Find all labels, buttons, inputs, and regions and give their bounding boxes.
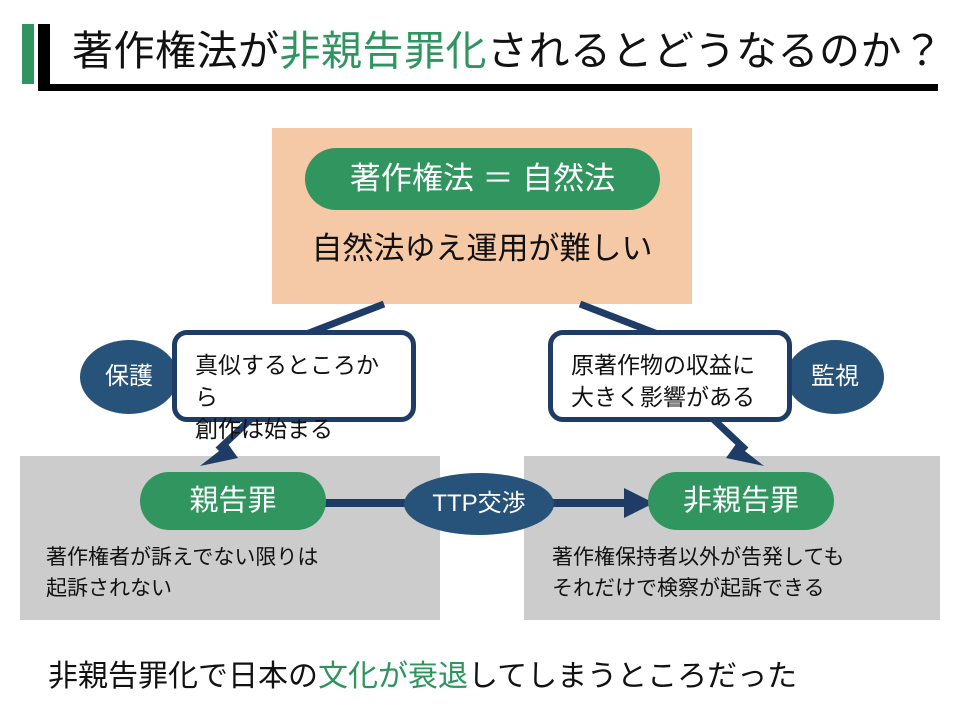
result-description-right: 著作権保持者以外が告発しても それだけで検察が起訴できる <box>552 542 844 604</box>
page-title: 著作権法が非親告罪化されるとどうなるのか？ <box>72 20 944 82</box>
result-description-left: 著作権者が訴えでない限りは 起訴されない <box>46 542 318 604</box>
callout-left-line2: 創作は始まる <box>195 416 333 442</box>
callout-right-line1: 原著作物の収益に <box>571 352 755 378</box>
premise-pill: 著作権法 ＝ 自然法 <box>305 148 660 210</box>
transition-label-ttp: TTP交渉 <box>404 473 554 535</box>
result-right-line1: 著作権保持者以外が告発しても <box>552 546 845 569</box>
premise-subtitle: 自然法ゆえ運用が難しい <box>311 231 653 266</box>
title-underline-rule <box>38 84 938 91</box>
title-accent-green-bar <box>22 24 34 84</box>
title-accent-black-bar <box>38 24 50 84</box>
bottom-caption-after: してしまうところだった <box>468 660 798 693</box>
bottom-caption-highlight: 文化が衰退 <box>318 660 468 693</box>
result-right-line2: それだけで検察が起訴できる <box>552 577 825 600</box>
callout-box-right: 原著作物の収益に 大きく影響がある <box>548 330 792 422</box>
bottom-caption-before: 非親告罪化で日本の <box>48 660 318 693</box>
bottom-caption: 非親告罪化で日本の文化が衰退してしまうところだった <box>48 655 797 699</box>
result-pill-hishinkokuzai: 非親告罪 <box>648 472 834 530</box>
result-left-line2: 起訴されない <box>46 577 172 600</box>
page-title-highlight: 非親告罪化 <box>279 28 487 74</box>
callout-right-line2: 大きく影響がある <box>571 384 755 410</box>
callout-tag-hogo: 保護 <box>80 340 178 414</box>
result-left-line1: 著作権者が訴えでない限りは <box>46 546 319 569</box>
callout-left-line1: 真似するところから <box>195 352 379 410</box>
callout-tag-kanshi: 監視 <box>786 340 884 414</box>
page-title-after: されるとどうなるのか？ <box>487 28 944 74</box>
page-title-before: 著作権法が <box>72 28 280 74</box>
result-pill-shinkokuzai: 親告罪 <box>140 472 326 530</box>
callout-box-left: 真似するところから 創作は始まる <box>172 330 416 442</box>
